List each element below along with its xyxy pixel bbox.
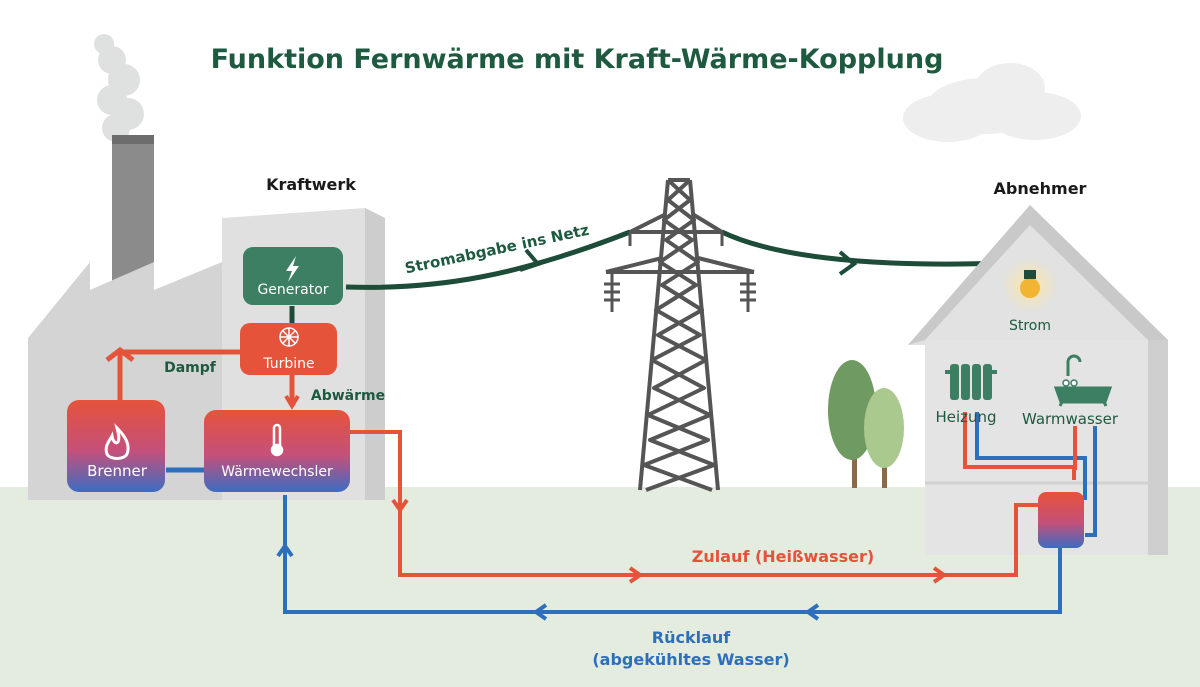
return-sublabel: (abgekühltes Wasser) xyxy=(592,650,789,669)
supply-label: Zulauf (Heißwasser) xyxy=(692,547,874,566)
consumer-label: Abnehmer xyxy=(994,179,1087,198)
house-pipes xyxy=(283,412,1097,614)
bathtub-icon xyxy=(1053,354,1113,407)
house-heat-exchanger xyxy=(1038,492,1084,548)
heat-exchanger-label: Wärmewechsler xyxy=(221,464,333,480)
turbine-label: Turbine xyxy=(262,356,314,372)
flow-arrows xyxy=(276,498,948,621)
light-bulb-icon xyxy=(1020,270,1040,298)
hot-water-label: Warmwasser xyxy=(1022,410,1119,428)
turbine-fan-icon xyxy=(279,327,299,347)
insulators xyxy=(604,232,756,312)
turbine-box xyxy=(240,323,337,375)
radiator-icon xyxy=(945,364,997,400)
lightning-icon xyxy=(286,256,299,282)
waste-heat-label: Abwärme xyxy=(311,388,385,404)
burner-label: Brenner xyxy=(87,462,148,480)
cloud xyxy=(903,63,1081,142)
flame-icon xyxy=(104,423,130,460)
steam-label: Dampf xyxy=(164,360,217,376)
power-line-right xyxy=(720,229,1006,267)
heating-label: Heizung xyxy=(935,408,996,426)
power-plant-label: Kraftwerk xyxy=(266,175,356,194)
page-title: Funktion Fernwärme mit Kraft-Wärme-Koppl… xyxy=(211,44,944,75)
burner-box xyxy=(67,400,165,492)
generator-label: Generator xyxy=(257,282,328,298)
trees xyxy=(828,360,904,488)
power-pylon xyxy=(605,178,755,492)
thermometer-icon xyxy=(270,423,284,457)
plant-pipes xyxy=(105,306,300,473)
power-output-label: Stromabgabe ins Netz xyxy=(403,221,591,278)
return-label: Rücklauf xyxy=(652,628,732,647)
electricity-label: Strom xyxy=(1009,318,1051,334)
power-line-left xyxy=(345,229,631,290)
smoke xyxy=(94,34,144,142)
generator-box xyxy=(243,247,343,305)
